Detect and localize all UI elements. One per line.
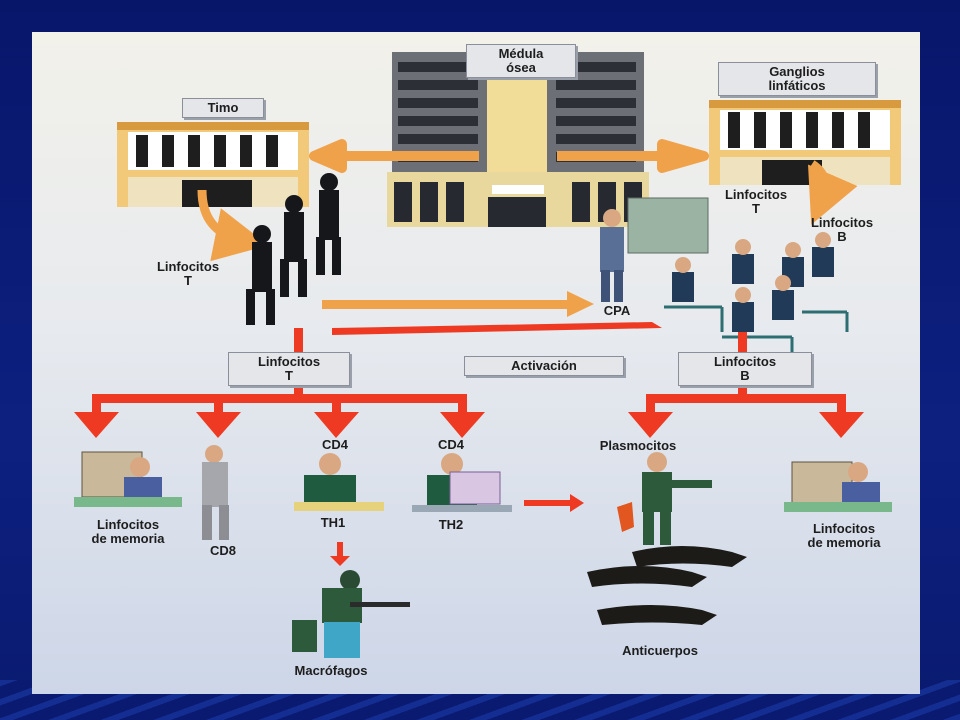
antibodies-label: Anticuerpos: [622, 643, 698, 658]
t-lymphocytes-box: Linfocitos T: [228, 352, 350, 386]
bone-marrow-building: [387, 52, 649, 227]
diagram-illustration: [74, 52, 901, 658]
b-lymphocytes-box: Linfocitos B: [678, 352, 812, 386]
diagram-panel: Médula ósea Timo Ganglios linfáticos Lin…: [32, 32, 920, 694]
lymph-node-building: [709, 100, 901, 185]
b-lymphocytes-top-label: Linfocitos B: [810, 215, 874, 244]
plasma-cell-figure: [617, 452, 712, 545]
cd4-th1-label: CD4: [321, 437, 348, 452]
t-lymphocyte-agents: [246, 173, 341, 325]
th2-figure: [412, 453, 512, 512]
memory-cells-left-label: Linfocitos de memoria: [91, 517, 165, 546]
red-distribution-arrows: [74, 322, 864, 566]
plasma-cells-label: Plasmocitos: [599, 438, 677, 453]
macrophages-label: Macrófagos: [294, 663, 368, 678]
activation-box: Activación: [464, 356, 624, 376]
lymph-nodes-label: Ganglios linfáticos: [718, 62, 876, 96]
antibody-dogs: [587, 546, 747, 625]
cd4-th2-label: CD4: [437, 437, 464, 452]
thymus-label: Timo: [182, 98, 264, 118]
t-lymphocytes-top-label: Linfocitos T: [724, 187, 788, 216]
th1-label: TH1: [320, 515, 346, 530]
memory-cells-right-label: Linfocitos de memoria: [807, 521, 881, 550]
orange-arrows: [197, 139, 858, 317]
cd8-label: CD8: [209, 543, 236, 558]
th1-figure: [294, 453, 384, 511]
t-lymphocytes-left-label: Linfocitos T: [156, 259, 220, 288]
antigen-presenting-classroom: [600, 197, 849, 362]
cpa-label: CPA: [603, 303, 631, 318]
thymus-building: [117, 122, 309, 207]
memory-cell-right-figure: [784, 461, 892, 512]
th2-label: TH2: [438, 517, 464, 532]
macrophage-figure: [292, 570, 410, 658]
memory-cell-left-figure: [74, 451, 182, 507]
bone-marrow-label: Médula ósea: [466, 44, 576, 78]
cd8-figure: [202, 445, 229, 540]
